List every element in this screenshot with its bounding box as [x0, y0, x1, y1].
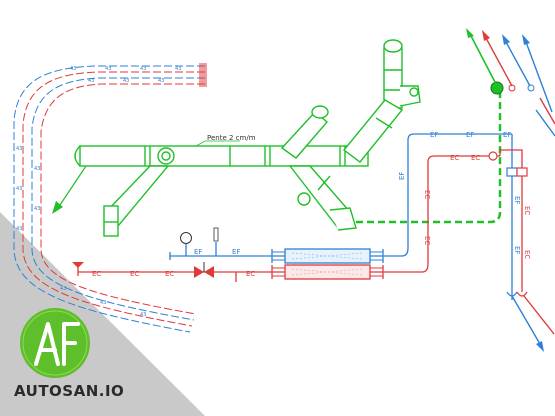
cold-water-labels: EF EF EF EF EF EF EF EF [194, 131, 521, 256]
tube-code-label: 43 [60, 286, 66, 292]
hot-water-label: EC [423, 236, 431, 245]
drainage-dashed-link [356, 90, 502, 224]
heat-exchanger-cold [271, 248, 384, 264]
tube-code-label: 43 [123, 78, 129, 84]
hot-water-label: EC [523, 250, 531, 259]
pressure-gauge [180, 232, 192, 244]
hot-water-valve [194, 266, 214, 278]
cold-water-label: EF [513, 196, 521, 204]
brand-logo [20, 308, 90, 378]
vertical-drain-stack [490, 81, 504, 95]
cold-water-label: EF [232, 248, 240, 256]
hot-water-tap [72, 262, 84, 268]
tube-code-label: 43 [16, 226, 22, 232]
heat-exchanger-hot [271, 264, 384, 280]
hot-water-label: EC [523, 206, 531, 215]
slope-label: Pente 2 cm/m [207, 134, 256, 142]
tube-bundle-end [199, 63, 207, 87]
tube-code-label: 43 [140, 66, 146, 72]
tube-code-label: 43 [16, 146, 22, 152]
tube-code-label: 43 [105, 66, 111, 72]
hot-water-label: EC [165, 270, 174, 278]
riser-markers [508, 84, 535, 92]
hot-water-label: EC [450, 154, 459, 162]
hot-water-label: EC [246, 270, 255, 278]
tube-code-label: 43 [70, 66, 76, 72]
cold-water-label: EF [466, 131, 474, 139]
tube-code-label: 43 [34, 166, 40, 172]
thermometer-icon [213, 227, 219, 242]
tube-code-labels: 43 43 43 43 43 43 43 43 43 43 43 43 43 4… [16, 66, 181, 318]
cold-water-label: EF [430, 131, 438, 139]
cold-water-label: EF [503, 131, 511, 139]
hot-water-label: EC [92, 270, 101, 278]
cold-water-label: EF [513, 246, 521, 254]
tube-code-label: 43 [175, 66, 181, 72]
cold-water-label: EF [398, 172, 406, 180]
drainage-diagonal [466, 28, 497, 85]
tube-code-label: 43 [100, 300, 106, 306]
hot-water-labels: EC EC EC EC EC EC EC EC EC EC [92, 154, 531, 278]
tube-code-label: 43 [140, 312, 146, 318]
tube-bundle [13, 65, 205, 333]
diagonal-risers [482, 30, 555, 352]
tube-code-label: 43 [16, 186, 22, 192]
tube-code-label: 43 [88, 78, 94, 84]
tube-code-label: 43 [158, 78, 164, 84]
hot-water-label: EC [471, 154, 480, 162]
hot-water-label: EC [130, 270, 139, 278]
drainage-network [52, 39, 421, 237]
brand-name: AUTOSAN.IO [14, 382, 125, 400]
riser-fittings [488, 151, 528, 297]
cold-water-label: EF [194, 248, 202, 256]
tube-code-label: 43 [34, 206, 40, 212]
hot-water-label: EC [423, 190, 431, 199]
cold-water-network [169, 133, 513, 300]
